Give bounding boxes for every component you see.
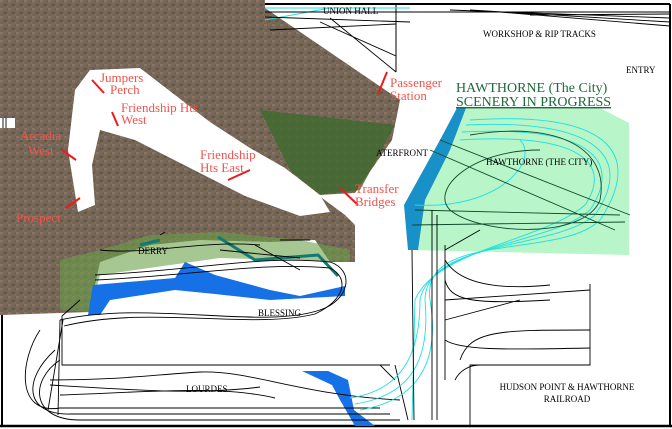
label-union-hall: UNION HALL	[323, 6, 378, 16]
label-railroad-1: HUDSON POINT & HAWTHORNE	[500, 382, 635, 392]
label-lourdes: LOURDES	[186, 384, 228, 394]
callouts: Jumpers Perch Friendship Hts West Arcadi…	[16, 70, 443, 225]
callout-fhe-2: Hts East	[200, 160, 244, 175]
river	[88, 262, 345, 315]
callout-arcadia-2: West	[28, 143, 54, 158]
teal-road-derry	[139, 238, 161, 247]
callout-arcadia-1: Arcadia	[20, 128, 61, 143]
label-entry: ENTRY	[626, 65, 656, 75]
callout-transfer-2: Bridges	[355, 194, 395, 209]
photo-grass	[60, 232, 350, 312]
callout-jumpers-2: Perch	[110, 82, 140, 97]
open-aisle	[68, 68, 330, 216]
left-edge-tracks	[2, 118, 7, 128]
lower-tracks	[24, 231, 409, 421]
river-lower	[302, 371, 375, 426]
callout-passenger-1: Passenger	[390, 75, 443, 90]
banner-hawthorne: HAWTHORNE (The City)	[456, 81, 608, 96]
label-waterfront: ATERFRONT	[376, 148, 429, 158]
label-hawthorne-city: HAWTHORNE (THE CITY)	[486, 157, 592, 167]
hawthorne-river	[404, 108, 466, 250]
label-workshop: WORKSHOP & RIP TRACKS	[483, 29, 596, 39]
callout-jumpers-1: Jumpers	[100, 70, 143, 85]
room-walls	[0, 3, 672, 428]
label-derry: DERRY	[138, 246, 169, 256]
left-gap	[0, 118, 15, 128]
label-railroad-2: RAILROAD	[544, 394, 591, 404]
label-blessing: BLESSING	[258, 308, 302, 318]
hawthorne-scenery-area	[410, 108, 629, 255]
callout-passenger-2: Station	[390, 88, 427, 103]
callout-prospect: Prospect	[16, 210, 61, 225]
callout-transfer-1: Transfer	[355, 181, 399, 196]
teal-road	[217, 235, 340, 278]
photo-green-patch	[260, 110, 395, 195]
callout-fhw-1: Friendship Hts	[121, 100, 198, 115]
callout-fhe-1: Friendship	[200, 147, 256, 162]
banner-scenery: SCENERY IN PROGRESS	[456, 95, 611, 110]
callout-fhw-2: West	[121, 112, 147, 127]
union-hall-tracks	[264, 7, 671, 73]
hawthorne-tracks	[349, 118, 631, 421]
callout-arrows	[61, 71, 388, 209]
